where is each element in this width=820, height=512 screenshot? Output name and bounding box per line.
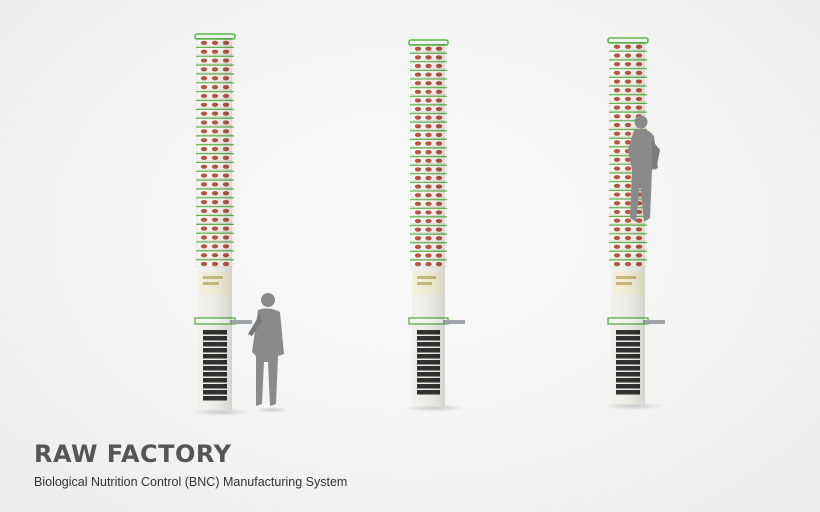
figure-climbing — [628, 115, 660, 222]
figure-head — [261, 293, 275, 307]
figure-shadow — [256, 407, 288, 413]
figure-body — [628, 128, 658, 222]
tower-left — [191, 33, 252, 416]
figure-standing — [248, 293, 288, 413]
tower-shading — [198, 38, 232, 410]
page-title: RAW FACTORY — [34, 440, 232, 468]
figure-arm — [652, 140, 660, 170]
tower-shading — [611, 42, 645, 404]
page-subtitle: Biological Nutrition Control (BNC) Manuf… — [34, 475, 348, 489]
tower-center — [404, 39, 465, 412]
tower-shading — [412, 44, 445, 406]
tray-pullout — [643, 320, 665, 324]
tray-pullout — [230, 320, 252, 324]
figure-body — [252, 308, 284, 406]
tower-right — [604, 37, 665, 410]
figure-arm — [248, 314, 262, 336]
tray-pullout — [443, 320, 465, 324]
figure-head — [634, 115, 648, 129]
caption-block: RAW FACTORY Biological Nutrition Control… — [34, 440, 347, 490]
